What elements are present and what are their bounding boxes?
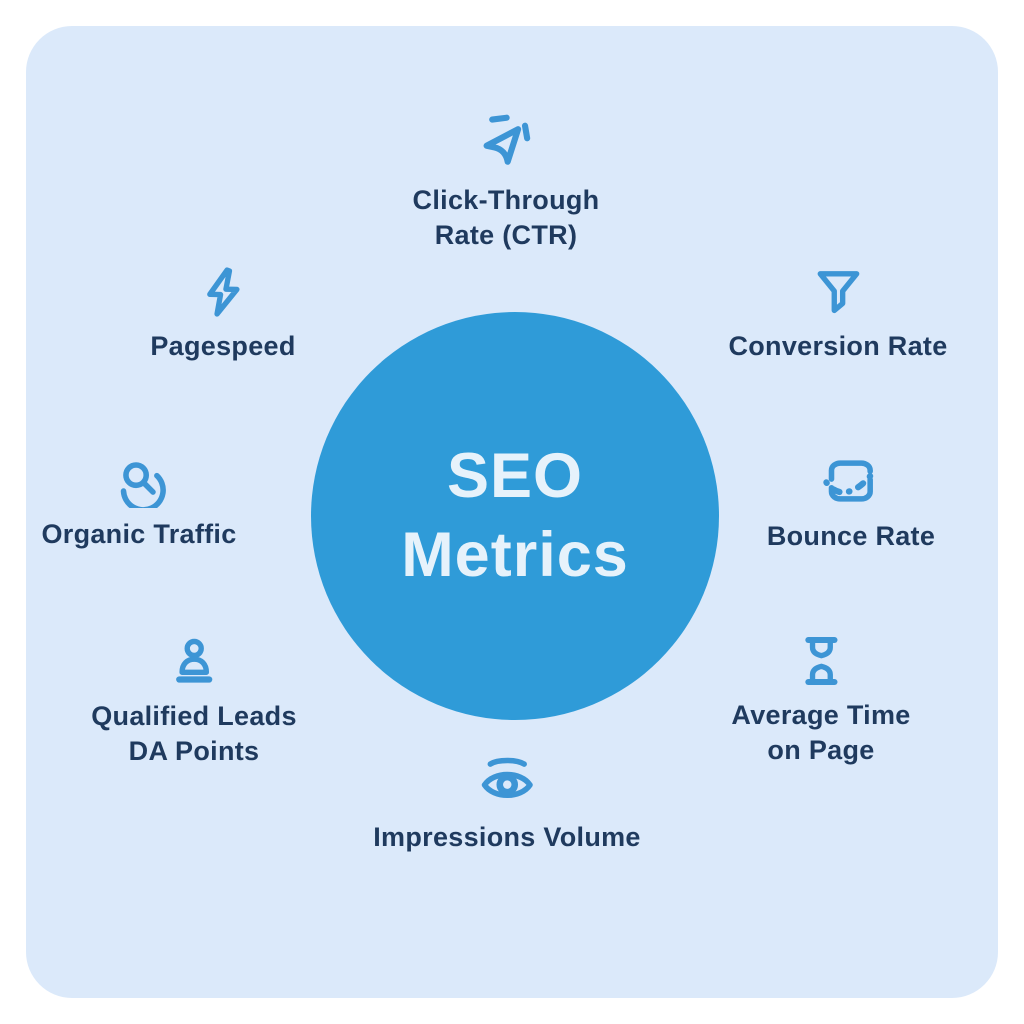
metric-node-bounce: Bounce Rate	[767, 452, 935, 554]
metric-node-leads: Qualified Leads DA Points	[91, 634, 297, 769]
metric-node-pagespeed: Pagespeed	[150, 264, 295, 364]
metric-label-impressions: Impressions Volume	[373, 822, 641, 852]
bounce-chart-icon	[822, 452, 880, 510]
metric-node-conversion: Conversion Rate	[728, 264, 947, 364]
eye-icon	[478, 753, 536, 811]
center-circle: SEO Metrics	[311, 312, 719, 720]
metric-label-organic: Organic Traffic	[41, 519, 237, 549]
metric-label-bounce: Bounce Rate	[766, 521, 936, 551]
metric-node-ctr: Click-Through Rate (CTR)	[413, 110, 600, 253]
lightning-bolt-icon	[195, 264, 251, 320]
metric-label-ctr: Click-Through Rate (CTR)	[412, 185, 600, 250]
metric-label-avgtime: Average Time on Page	[731, 700, 911, 765]
metric-label-conversion: Conversion Rate	[728, 331, 948, 361]
metric-label-leads: Qualified Leads DA Points	[91, 701, 297, 766]
center-title: SEO Metrics	[401, 437, 629, 595]
hourglass-icon	[793, 633, 849, 689]
center-title-line2: Metrics	[401, 520, 629, 590]
funnel-icon	[810, 264, 866, 320]
metric-node-organic: Organic Traffic	[41, 450, 236, 552]
metric-node-impressions: Impressions Volume	[373, 753, 640, 855]
metric-node-avgtime: Average Time on Page	[731, 633, 910, 768]
center-title-line1: SEO	[446, 441, 584, 511]
search-magnifier-icon	[110, 450, 168, 508]
metric-label-pagespeed: Pagespeed	[150, 331, 296, 361]
cursor-send-icon	[474, 110, 538, 174]
person-icon	[166, 634, 222, 690]
